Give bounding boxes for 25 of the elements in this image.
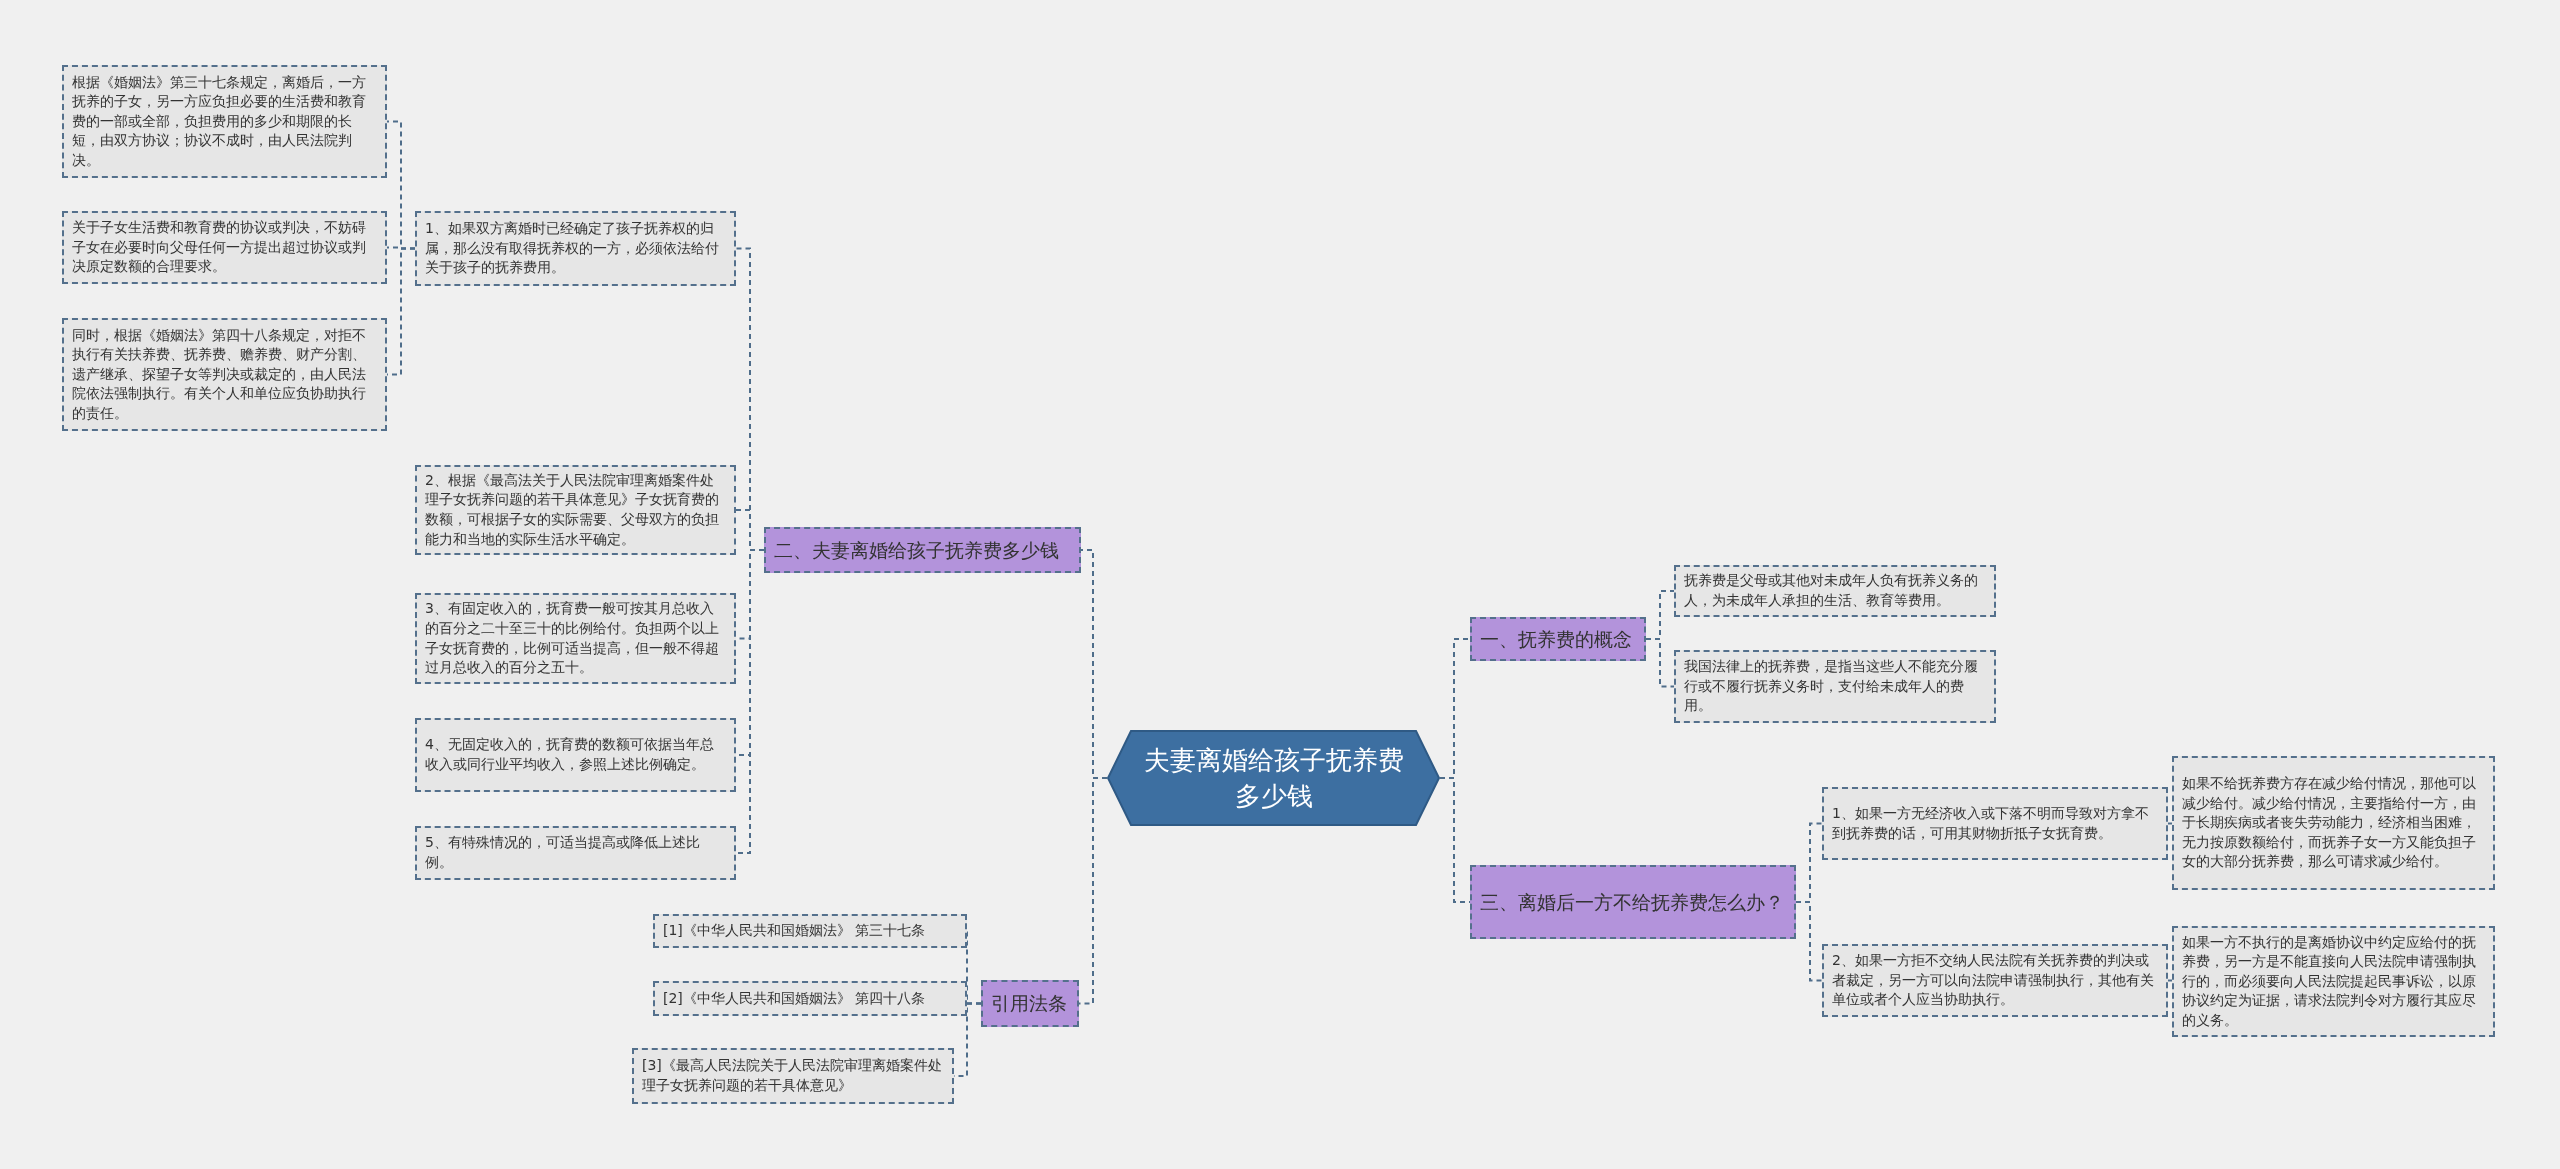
text-box: 我国法律上的抚养费，是指当这些人不能充分履行或不履行抚养义务时，支付给未成年人的费用。 <box>1674 650 1996 723</box>
text-box: [1]《中华人民共和国婚姻法》 第三十七条 <box>653 914 967 948</box>
text-box: 抚养费是父母或其他对未成年人负有抚养义务的人，为未成年人承担的生活、教育等费用。 <box>1674 565 1996 617</box>
central-topic: 夫妻离婚给孩子抚养费多少钱 <box>1107 730 1440 826</box>
connector-line <box>1645 638 1675 688</box>
text-box: 3、有固定收入的，抚育费一般可按其月总收入的百分之二十至三十的比例给付。负担两个以上子女抚育费的，比例可适当提高，但一般不得超过月总收入的百分之五十。 <box>415 593 736 684</box>
text-box: 同时，根据《婚姻法》第四十八条规定，对拒不执行有关扶养费、抚养费、赡养费、财产分割、遗产继承、探望子女等判决或裁定的，由人民法院依法强制执行。有关个人和单位应负协助执行的责任。 <box>62 318 387 431</box>
text-box: 5、有特殊情况的，可适当提高或降低上述比例。 <box>415 826 736 880</box>
text-box: 4、无固定收入的，抚育费的数额可依据当年总收入或同行业平均收入，参照上述比例确定。 <box>415 718 736 792</box>
topic-box: 引用法条 <box>981 980 1079 1027</box>
topic-box: 二、夫妻离婚给孩子抚养费多少钱 <box>764 527 1081 573</box>
topic-box: 一、抚养费的概念 <box>1470 617 1646 661</box>
text-box: [3]《最高人民法院关于人民法院审理离婚案件处理子女抚养问题的若干具体意见》 <box>632 1048 954 1104</box>
text-box: 如果不给抚养费方存在减少给付情况，那他可以减少给付。减少给付情况，主要指给付一方，由于长期疾病或者丧失劳动能力，经济相当困难，无力按原数额给付，而抚养子女一方又能负担子女的大部分抚养费，那么可请求减少给付。 <box>2172 756 2495 890</box>
text-box: 根据《婚姻法》第三十七条规定，离婚后，一方抚养的子女，另一方应负担必要的生活费和教育费的一部或全部，负担费用的多少和期限的长短，由双方协议；协议不成时，由人民法院判决。 <box>62 65 387 178</box>
topic-box: 三、离婚后一方不给抚养费怎么办？ <box>1470 865 1796 939</box>
connector-line <box>1795 901 1823 982</box>
text-box: 2、根据《最高法关于人民法院审理离婚案件处理子女抚养问题的若干具体意见》子女抚育费的数额，可根据子女的实际需要、父母双方的负担能力和当地的实际生活水平确定。 <box>415 465 736 555</box>
connector-line <box>735 549 765 854</box>
text-box: [2]《中华人民共和国婚姻法》 第四十八条 <box>653 981 967 1016</box>
text-box: 2、如果一方拒不交纳人民法院有关抚养费的判决或者裁定，另一方可以向法院申请强制执行，其他有关单位或者个人应当协助执行。 <box>1822 944 2168 1017</box>
text-box: 1、如果双方离婚时已经确定了孩子抚养权的归属，那么没有取得抚养权的一方，必须依法给付关于孩子的抚养费用。 <box>415 211 736 286</box>
text-box: 如果一方不执行的是离婚协议中约定应给付的抚养费，另一方是不能直接向人民法院申请强制执行的，而必须要向人民法院提起民事诉讼，以原协议约定为证据，请求法院判令对方履行其应尽的义务。 <box>2172 926 2495 1037</box>
text-box: 关于子女生活费和教育费的协议或判决，不妨碍子女在必要时向父母任何一方提出超过协议或判决原定数额的合理要求。 <box>62 211 387 284</box>
text-box: 1、如果一方无经济收入或下落不明而导致对方拿不到抚养费的话，可用其财物折抵子女抚育费。 <box>1822 787 2168 860</box>
